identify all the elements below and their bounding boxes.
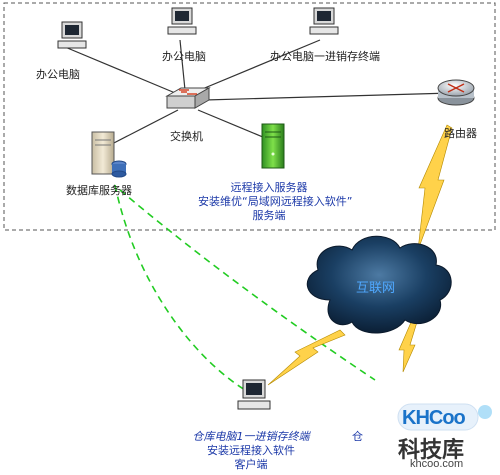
label-warehouse-2: 安装远程接入软件 xyxy=(207,444,295,457)
watermark-logo: KHCoo xyxy=(402,407,466,429)
pc-icon-1 xyxy=(57,21,87,49)
link-pc1-switch xyxy=(64,46,181,96)
label-router: 路由器 xyxy=(444,127,477,140)
router-icon xyxy=(437,79,475,106)
lightning-router-cloud xyxy=(417,124,453,251)
lightning-cloud-bottom xyxy=(398,319,418,373)
wan-links xyxy=(267,124,453,386)
database-server-icon xyxy=(91,131,127,178)
pc-icon-warehouse xyxy=(237,379,271,410)
pc-icon-2 xyxy=(167,7,197,35)
label-office-pc-3: 办公电脑一进销存终端 xyxy=(270,50,380,63)
label-partial-right: 仓 xyxy=(352,430,363,443)
pc-icon-3 xyxy=(309,7,339,35)
label-remote-server-3: 服务端 xyxy=(252,209,286,222)
lan-links xyxy=(64,39,453,146)
link-switch-remote xyxy=(197,109,271,141)
label-db-server: 数据库服务器 xyxy=(66,184,132,197)
lan-boundary xyxy=(3,2,496,231)
lightning-cloud-warehouse xyxy=(267,329,346,386)
watermark-name: 科技库 xyxy=(398,438,465,463)
label-switch: 交换机 xyxy=(170,130,203,143)
remote-server-icon xyxy=(261,123,285,169)
label-office-pc-2: 办公电脑 xyxy=(162,50,206,63)
switch-icon xyxy=(165,87,211,109)
vpn-links xyxy=(114,184,376,391)
link-switch-router xyxy=(204,92,453,101)
vpn-path-2 xyxy=(119,189,376,381)
label-warehouse-3: 客户端 xyxy=(234,458,268,471)
label-warehouse-1: 仓库电脑1一进销存终端 xyxy=(192,430,310,443)
label-office-pc-1: 办公电脑 xyxy=(36,68,80,81)
link-pc2-switch xyxy=(179,39,186,91)
label-internet: 互联网 xyxy=(356,281,396,296)
watermark-badge xyxy=(397,403,492,431)
internet-cloud xyxy=(306,235,452,334)
link-pc3-switch xyxy=(194,39,321,93)
link-switch-db xyxy=(109,109,179,146)
vpn-path-1 xyxy=(114,184,246,391)
label-remote-server-2: 安装维优“局域网远程接入软件” xyxy=(198,195,353,208)
label-remote-server-1: 远程接入服务器 xyxy=(230,181,308,194)
watermark-domain: khcoo.com xyxy=(410,458,464,470)
